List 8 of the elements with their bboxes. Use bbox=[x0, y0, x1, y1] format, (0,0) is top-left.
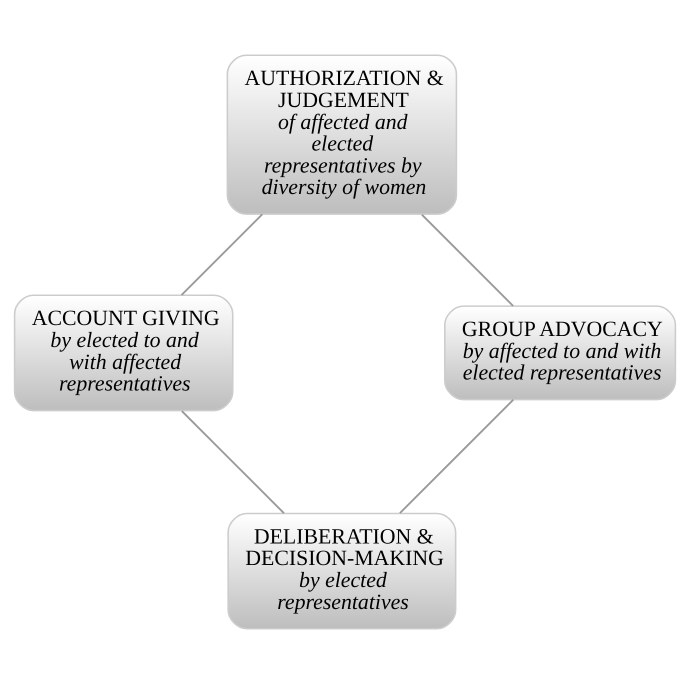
node-box: GROUP ADVOCACY by affected to and with elected representatives bbox=[444, 305, 676, 400]
connector bbox=[180, 214, 264, 296]
node-box: ACCOUNT GIVING by elected to and with affected representatives bbox=[14, 294, 234, 412]
connector bbox=[181, 410, 285, 514]
connector bbox=[421, 214, 514, 307]
node-box: DELIBERATION & DECISION-MAKING by elected representatives bbox=[227, 512, 456, 630]
node-box: AUTHORIZATION & JUDGEMENT of affected and elected representatives by diversity of women bbox=[226, 54, 458, 215]
connector bbox=[399, 399, 514, 514]
